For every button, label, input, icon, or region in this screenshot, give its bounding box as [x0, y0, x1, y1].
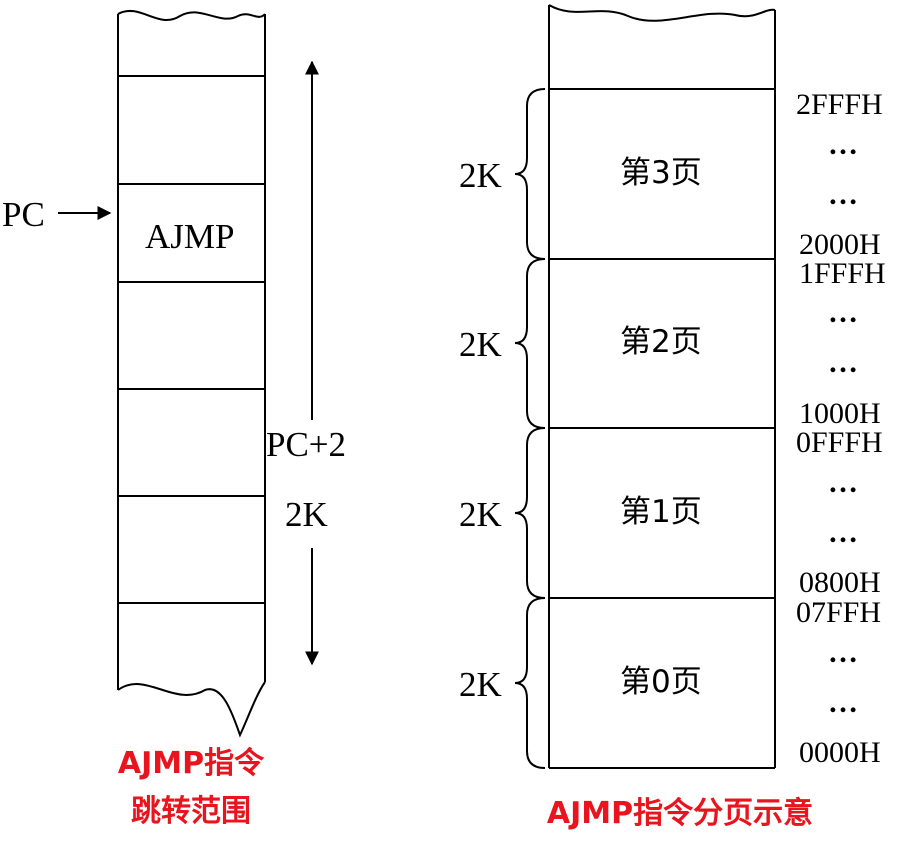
left-caption-line2: 跳转范围: [131, 794, 251, 829]
page-size-label: 2K: [459, 325, 502, 364]
left-memory-column: [117, 9, 266, 738]
right-column-top-wave: [548, 4, 776, 22]
range-offset-label: PC+2: [266, 425, 347, 464]
right-caption: AJMP指令分页示意: [546, 796, 814, 831]
page-low-address: 1000H: [799, 397, 881, 430]
left-column-top-wave: [117, 9, 266, 22]
left-caption-line1: AJMP指令: [117, 746, 265, 781]
page-size-label: 2K: [459, 156, 502, 195]
address-ellipsis: …: [828, 178, 858, 211]
page-name: 第3页: [620, 155, 702, 191]
page-braces: [514, 88, 546, 769]
page-name: 第2页: [620, 324, 702, 360]
page-high-address: 0FFFH: [796, 426, 883, 459]
brace-page-3: [514, 88, 546, 260]
address-ellipsis: …: [828, 466, 858, 499]
page-low-address: 0800H: [799, 566, 881, 599]
address-ellipsis: …: [828, 296, 858, 329]
brace-page-1: [514, 427, 546, 599]
ajmp-instruction-cell: AJMP: [145, 217, 235, 256]
page-low-address: 0000H: [799, 736, 881, 769]
page-high-address: 2FFFH: [796, 88, 883, 121]
brace-page-0: [514, 597, 546, 769]
address-ellipsis: …: [828, 128, 858, 161]
page-low-address: 2000H: [799, 228, 881, 261]
page-size-label: 2K: [459, 665, 502, 704]
range-size-label: 2K: [285, 495, 328, 534]
brace-page-2: [514, 258, 546, 429]
page-high-address: 1FFFH: [799, 257, 886, 290]
address-ellipsis: …: [828, 516, 858, 549]
left-column-bottom-wave: [117, 681, 266, 738]
right-memory-column: [548, 4, 776, 769]
address-ellipsis: …: [828, 686, 858, 719]
page-size-label: 2K: [459, 495, 502, 534]
page-high-address: 07FFH: [796, 596, 882, 629]
page-name: 第0页: [620, 664, 702, 700]
pc-label: PC: [2, 195, 45, 234]
address-ellipsis: …: [828, 636, 858, 669]
page-name: 第1页: [620, 494, 702, 530]
address-ellipsis: …: [828, 346, 858, 379]
